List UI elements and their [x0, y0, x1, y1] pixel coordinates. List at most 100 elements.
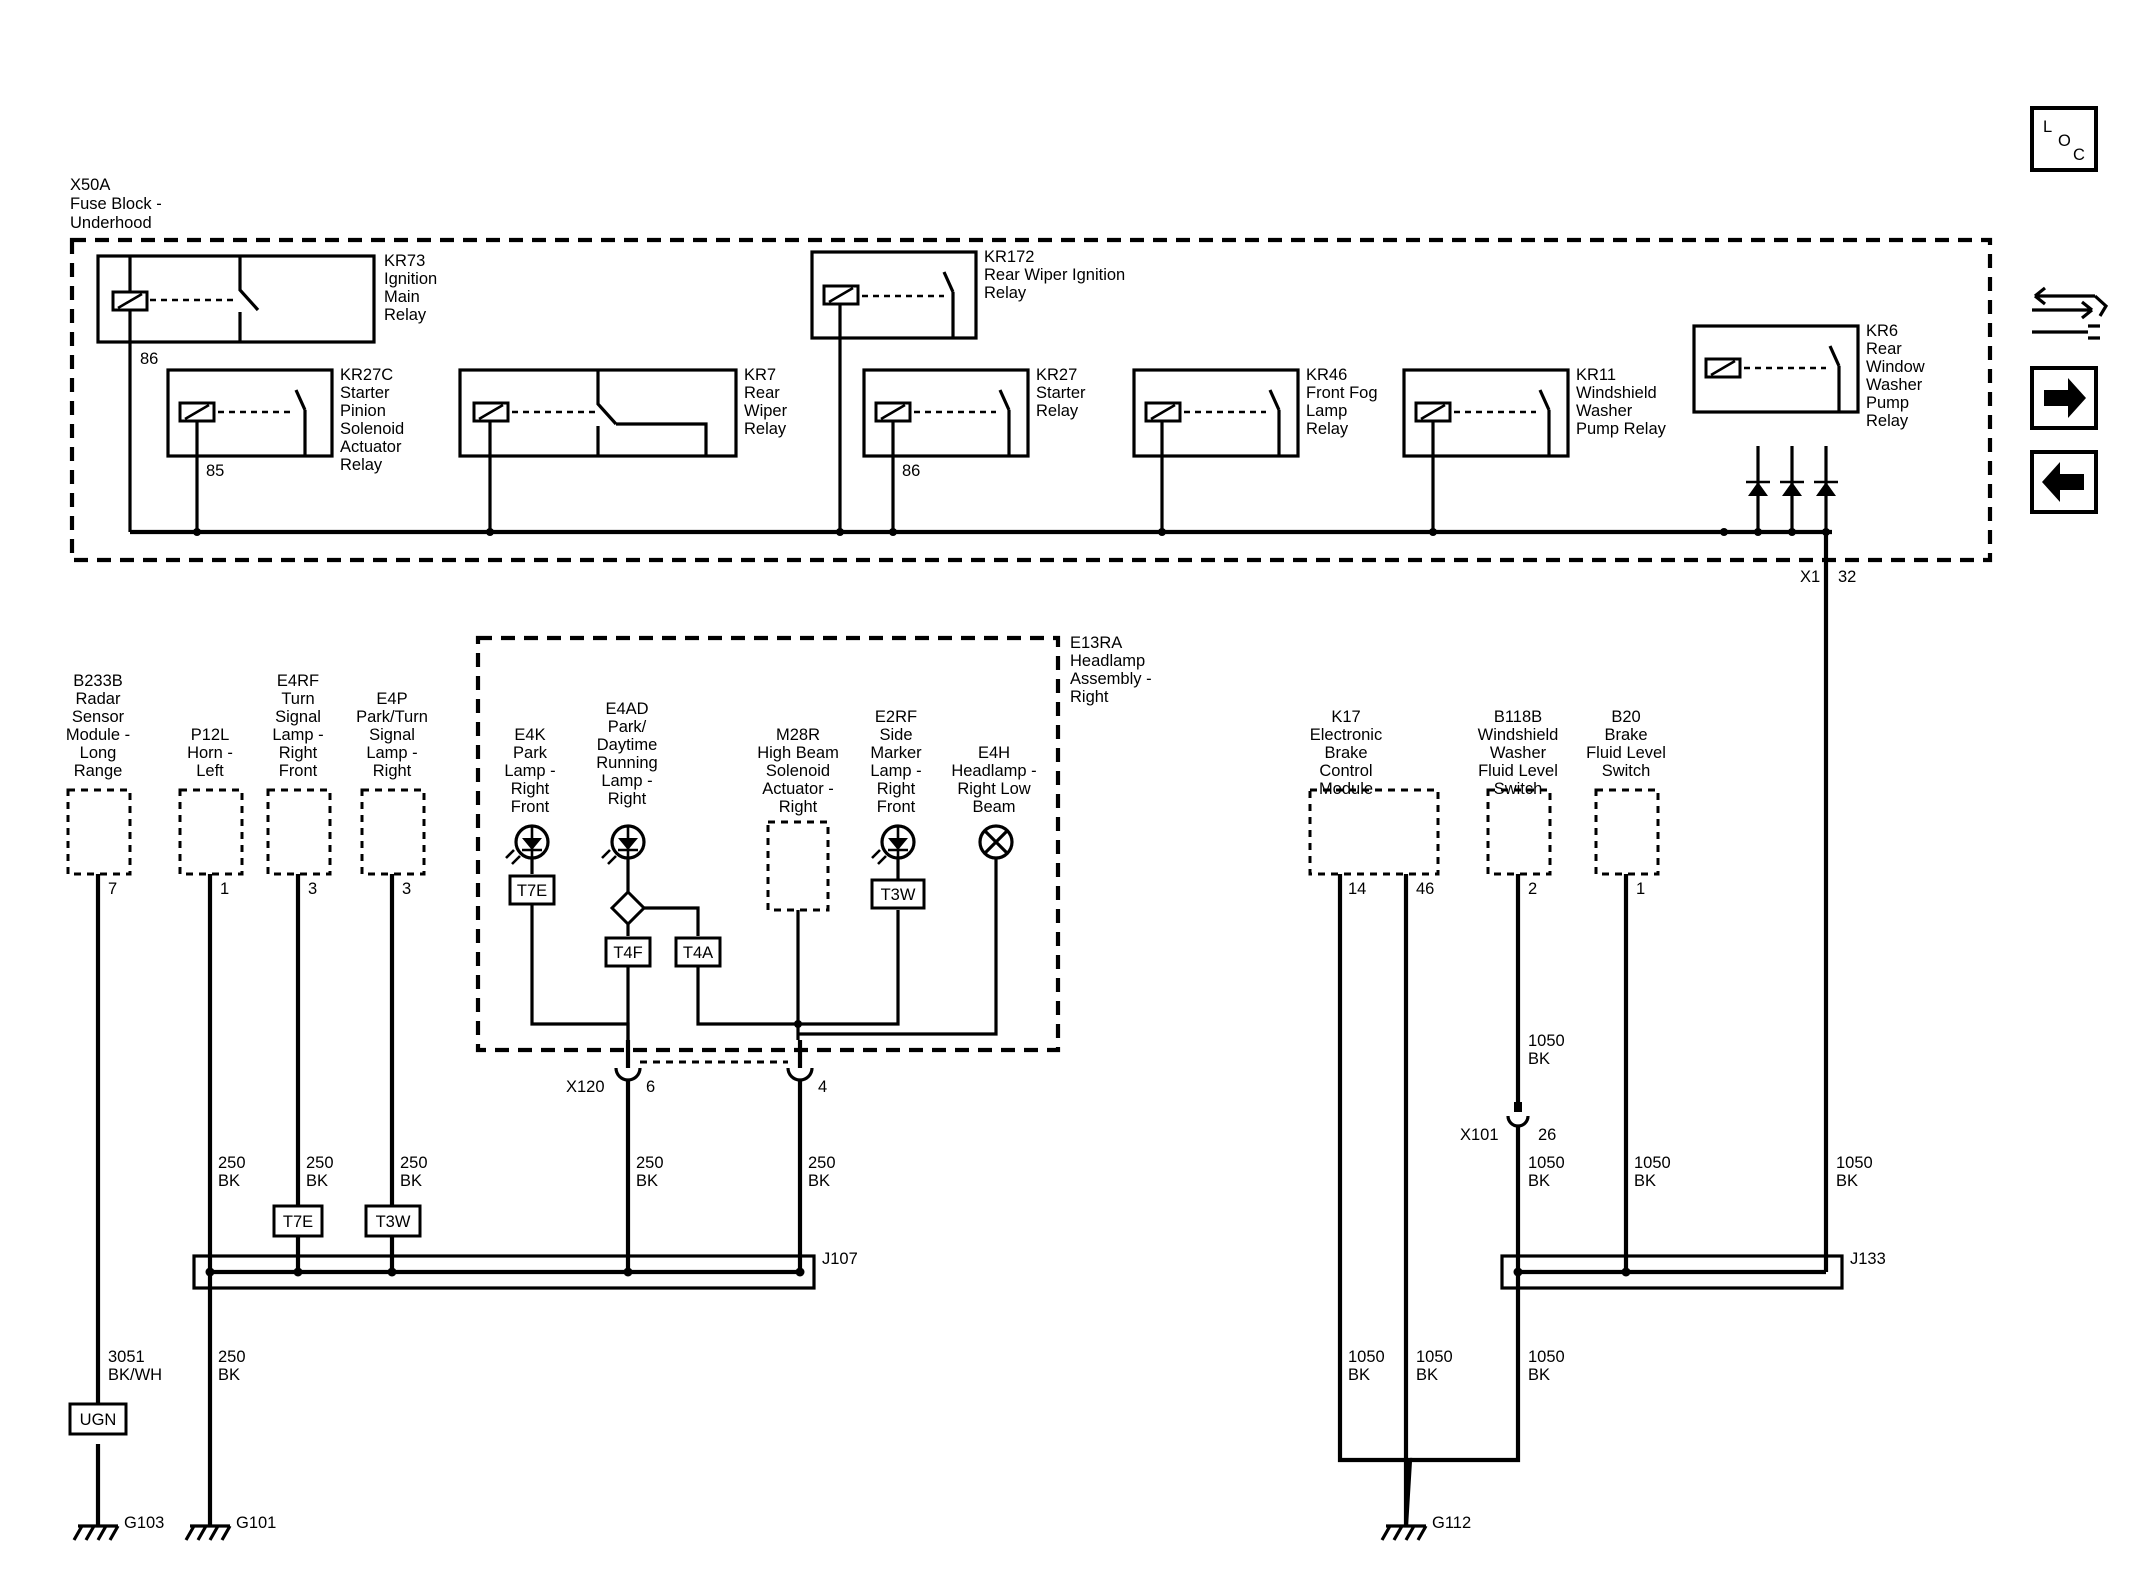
svg-text:E4H: E4H — [978, 744, 1010, 762]
fuse-block-boundary — [69, 237, 1993, 563]
svg-text:Park/Turn: Park/Turn — [356, 708, 428, 726]
svg-text:86: 86 — [140, 350, 158, 368]
component-k17[interactable]: K17 Electronic Brake Control Module 14 4… — [1308, 708, 1440, 898]
component-m28r[interactable]: M28R High Beam Solenoid Actuator - Right — [757, 726, 839, 912]
svg-text:Relay: Relay — [984, 284, 1027, 302]
svg-text:P12L: P12L — [191, 726, 230, 744]
svg-text:Module: Module — [1319, 780, 1373, 798]
headlamp-wiring — [530, 858, 998, 1040]
svg-text:Side: Side — [879, 726, 912, 744]
svg-text:BK: BK — [1528, 1172, 1550, 1190]
svg-text:250: 250 — [218, 1348, 246, 1366]
fuse-block-label: X50A Fuse Block - Underhood — [70, 176, 162, 232]
svg-text:X120: X120 — [566, 1078, 605, 1096]
svg-text:Fluid Level: Fluid Level — [1586, 744, 1666, 762]
component-p12l[interactable]: P12L Horn - Left 1 — [178, 726, 244, 898]
svg-text:Headlamp: Headlamp — [1070, 652, 1145, 670]
svg-text:E4RF: E4RF — [277, 672, 319, 690]
svg-text:Starter: Starter — [340, 384, 390, 402]
svg-text:Right: Right — [511, 780, 550, 798]
svg-text:Main: Main — [384, 288, 420, 306]
svg-text:G101: G101 — [236, 1514, 276, 1532]
svg-text:B20: B20 — [1611, 708, 1640, 726]
svg-text:32: 32 — [1838, 568, 1856, 586]
svg-text:Park: Park — [513, 744, 548, 762]
svg-text:BK: BK — [306, 1172, 328, 1190]
tag-t3w-lower: T3W — [364, 1204, 422, 1238]
svg-text:BK: BK — [218, 1172, 240, 1190]
svg-text:Daytime: Daytime — [597, 736, 658, 754]
svg-text:Headlamp -: Headlamp - — [951, 762, 1036, 780]
svg-text:85: 85 — [206, 462, 224, 480]
wire-label-x1-32: 1050 BK — [1836, 1154, 1873, 1190]
tag-t7e-lower: T7E — [272, 1204, 324, 1238]
svg-text:Park/: Park/ — [608, 718, 647, 736]
svg-text:Fluid Level: Fluid Level — [1478, 762, 1558, 780]
svg-text:T7E: T7E — [283, 1213, 313, 1231]
svg-text:Front: Front — [279, 762, 318, 780]
svg-text:E4K: E4K — [514, 726, 545, 744]
component-e4h[interactable]: E4H Headlamp - Right Low Beam — [951, 744, 1037, 860]
svg-text:Relay: Relay — [340, 456, 383, 474]
svg-text:Brake: Brake — [1324, 744, 1367, 762]
svg-text:KR27: KR27 — [1036, 366, 1077, 384]
relay-kr46[interactable]: KR46 Front Fog Lamp Relay — [1132, 366, 1378, 532]
wire-b118b-lower — [1410, 1126, 1521, 1463]
relay-kr27[interactable]: KR27 Starter Relay 86 — [862, 366, 1086, 532]
previous-page-button[interactable] — [2030, 450, 2098, 514]
component-e4k[interactable]: E4K Park Lamp - Right Front — [504, 726, 556, 865]
svg-text:Relay: Relay — [1866, 412, 1909, 430]
arrow-right-icon — [2044, 378, 2086, 418]
wire-label-b233b: 3051 BK/WH — [108, 1348, 162, 1384]
svg-text:6: 6 — [646, 1078, 655, 1096]
svg-text:Long: Long — [80, 744, 117, 762]
wire-label-p12l: 250 BK — [218, 1154, 246, 1190]
svg-text:X101: X101 — [1460, 1126, 1499, 1144]
svg-text:BK: BK — [1348, 1366, 1370, 1384]
loc-button[interactable]: L O C — [2030, 106, 2098, 172]
svg-text:Right: Right — [608, 790, 647, 808]
connector-x1: X1 32 — [1800, 568, 1856, 586]
svg-text:Relay: Relay — [384, 306, 427, 324]
svg-text:Pump Relay: Pump Relay — [1576, 420, 1667, 438]
relay-kr27c[interactable]: KR27C Starter Pinion Solenoid Actuator R… — [166, 366, 404, 532]
svg-text:2: 2 — [1528, 880, 1537, 898]
svg-text:Left: Left — [196, 762, 224, 780]
svg-text:Lamp: Lamp — [1306, 402, 1347, 420]
svg-text:Pump: Pump — [1866, 394, 1909, 412]
svg-text:Right: Right — [877, 780, 916, 798]
relay-kr11[interactable]: KR11 Windshield Washer Pump Relay — [1402, 366, 1667, 532]
relay-kr6[interactable]: KR6 Rear Window Washer Pump Relay — [1692, 322, 1925, 430]
svg-text:BK: BK — [1528, 1366, 1550, 1384]
svg-text:Front Fog: Front Fog — [1306, 384, 1378, 402]
svg-text:Windshield: Windshield — [1576, 384, 1657, 402]
tag-t3w-upper: T3W — [870, 878, 926, 910]
component-b20[interactable]: B20 Brake Fluid Level Switch 1 — [1586, 708, 1666, 898]
wire-label-x120-4: 250 BK — [808, 1154, 836, 1190]
svg-text:Assembly -: Assembly - — [1070, 670, 1152, 688]
relay-kr172[interactable]: KR172 Rear Wiper Ignition Relay — [810, 248, 1125, 532]
component-b118b[interactable]: B118B Windshield Washer Fluid Level Swit… — [1478, 708, 1559, 898]
svg-text:BK: BK — [1528, 1050, 1550, 1068]
ground-g101: G101 — [184, 1514, 276, 1541]
relay-kr7[interactable]: KR7 Rear Wiper Relay — [458, 366, 788, 532]
svg-text:T7E: T7E — [517, 882, 547, 900]
component-e2rf[interactable]: E2RF Side Marker Lamp - Right Front — [870, 708, 922, 865]
component-b233b[interactable]: B233B Radar Sensor Module - Long Range 7 — [66, 672, 132, 898]
svg-text:Range: Range — [74, 762, 123, 780]
svg-text:X1: X1 — [1800, 568, 1820, 586]
component-e4ad[interactable]: E4AD Park/ Daytime Running Lamp - Right — [596, 700, 658, 865]
component-e4p[interactable]: E4P Park/Turn Signal Lamp - Right 3 — [356, 690, 428, 898]
svg-text:Switch: Switch — [1602, 762, 1651, 780]
relay-kr73[interactable]: KR73 Ignition Main Relay 86 — [96, 252, 437, 532]
component-tools-icon[interactable] — [2032, 286, 2109, 340]
svg-text:T3W: T3W — [881, 886, 916, 904]
svg-text:B118B: B118B — [1494, 708, 1542, 726]
component-e4rf[interactable]: E4RF Turn Signal Lamp - Right Front 3 — [266, 672, 332, 898]
svg-text:Windshield: Windshield — [1478, 726, 1559, 744]
next-page-button[interactable] — [2030, 366, 2098, 430]
svg-text:BK: BK — [808, 1172, 830, 1190]
wire-label-x120-6: 250 BK — [636, 1154, 664, 1190]
svg-text:High Beam: High Beam — [757, 744, 839, 762]
